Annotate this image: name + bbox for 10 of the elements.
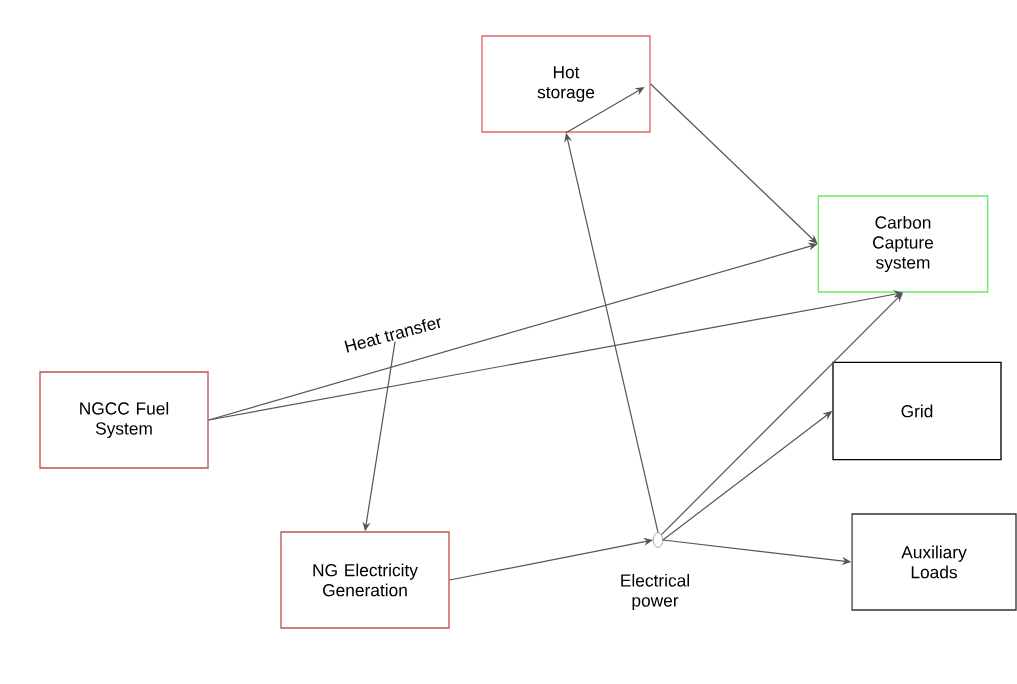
arrow xyxy=(650,83,818,244)
process-box: Carbon Capture system xyxy=(817,195,989,293)
junction-label: Electrical power xyxy=(621,573,689,611)
process-box: Grid xyxy=(832,361,1002,461)
process-box: Hot storage xyxy=(481,35,651,133)
process-box: Auxiliary Loads xyxy=(851,513,1017,611)
arrow xyxy=(208,290,903,421)
process-box: NGCC Fuel System xyxy=(39,371,209,469)
process-box: NG Electricity Generation xyxy=(280,531,450,629)
flow-label: Heat transfer xyxy=(344,318,441,353)
